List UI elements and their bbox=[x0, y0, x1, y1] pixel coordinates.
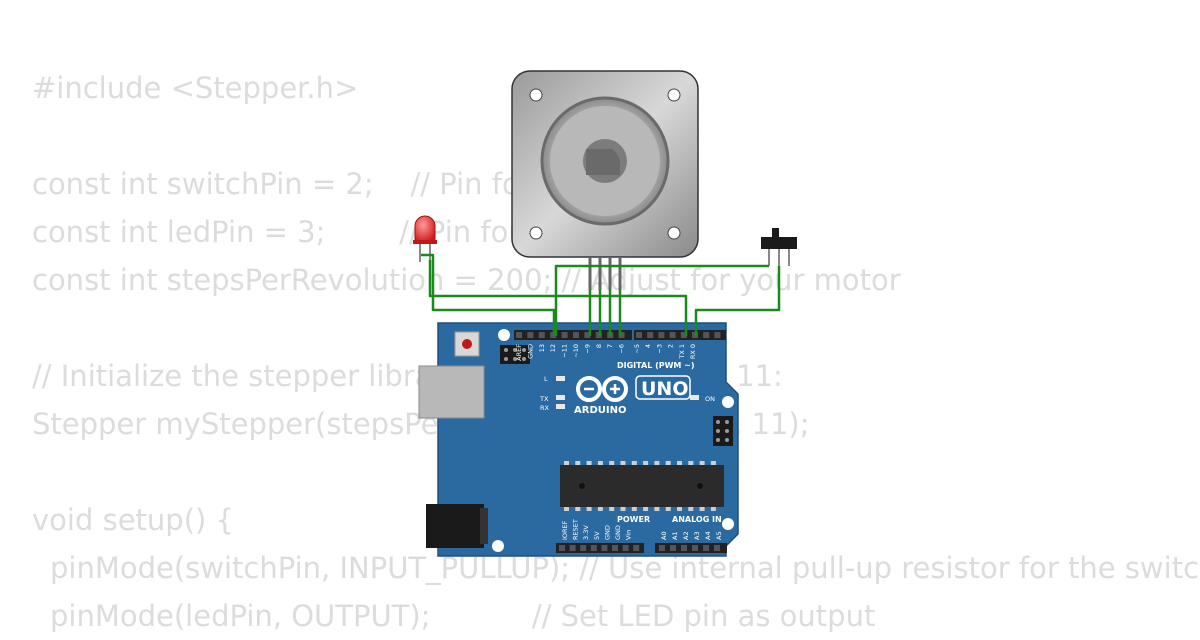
code-line: const int stepsPerRevolution = 200; // A… bbox=[32, 263, 901, 297]
pin-label: GND bbox=[614, 525, 622, 540]
analog-header-label: ANALOG IN bbox=[672, 515, 722, 524]
code-line: #include <Stepper.h> bbox=[32, 71, 359, 105]
pin-label: ~11 bbox=[561, 344, 569, 358]
pin-label: A1 bbox=[671, 531, 679, 540]
pin-label: 7 bbox=[606, 344, 614, 348]
wires bbox=[421, 253, 781, 336]
tx-led bbox=[556, 395, 565, 400]
mount-hole bbox=[722, 396, 734, 408]
pin-label: GND bbox=[603, 525, 611, 540]
pin-label: A3 bbox=[693, 531, 701, 540]
board-brand: ARDUINO bbox=[574, 405, 626, 416]
code-line: void setup() { bbox=[32, 503, 234, 537]
pin-label: 5V bbox=[593, 531, 601, 540]
pin-label: A4 bbox=[704, 531, 712, 540]
code-line: pinMode(ledPin, OUTPUT); // Set LED pin … bbox=[50, 599, 876, 633]
code-line: pinMode(switchPin, INPUT_PULLUP); // Use… bbox=[50, 551, 1200, 585]
pin-label: IOREF bbox=[561, 520, 569, 540]
pin-label: ~3 bbox=[655, 344, 663, 354]
l-led bbox=[556, 376, 565, 381]
l-label: L bbox=[544, 375, 548, 383]
pin-label: 3.3V bbox=[582, 525, 590, 540]
pin-label: 8 bbox=[595, 344, 603, 348]
wire-switch-gnd bbox=[554, 264, 769, 336]
led-icon bbox=[413, 215, 437, 262]
wire-led-gnd bbox=[421, 253, 556, 336]
pin-label: A2 bbox=[682, 531, 690, 540]
reset-button[interactable] bbox=[454, 331, 480, 357]
microcontroller-chip bbox=[560, 461, 724, 511]
rx-label: RX bbox=[540, 404, 550, 412]
pin-label: RESET bbox=[572, 519, 580, 540]
icsp-header-right bbox=[713, 416, 733, 446]
pin-label: 12 bbox=[549, 344, 557, 352]
pin-label: 2 bbox=[667, 344, 675, 348]
pin-label: ~9 bbox=[583, 344, 591, 354]
slide-switch-icon[interactable] bbox=[761, 228, 797, 266]
pin-label: Vin bbox=[625, 530, 633, 540]
power-header-label: POWER bbox=[617, 515, 650, 524]
pin-label: ~10 bbox=[572, 344, 580, 358]
pin-label: A0 bbox=[660, 531, 668, 540]
pin-label: RX 0 bbox=[689, 344, 697, 359]
tx-label: TX bbox=[539, 395, 549, 403]
pin-label: ~6 bbox=[618, 344, 626, 354]
pin-label: 4 bbox=[644, 344, 652, 348]
pin-label: ~5 bbox=[633, 344, 641, 354]
icsp-header bbox=[500, 345, 530, 364]
rx-led bbox=[556, 404, 565, 409]
usb-port bbox=[418, 365, 485, 419]
arduino-logo-icon bbox=[576, 376, 628, 402]
mount-hole bbox=[492, 540, 504, 552]
wire-led-pin3 bbox=[428, 260, 688, 336]
board-model: UNO bbox=[641, 378, 688, 400]
stepper-motor-icon bbox=[511, 70, 699, 290]
power-pin-header bbox=[556, 543, 727, 553]
pin-label: GND bbox=[526, 344, 534, 359]
on-label: ON bbox=[705, 395, 715, 403]
mount-hole bbox=[498, 329, 510, 341]
pin-label: A5 bbox=[715, 531, 723, 540]
mount-hole bbox=[722, 518, 734, 530]
pin-label: TX 1 bbox=[678, 344, 686, 360]
digital-header-label: DIGITAL (PWM ~) bbox=[617, 361, 695, 370]
wire-switch-pin2 bbox=[694, 266, 781, 336]
dc-power-jack bbox=[426, 504, 484, 548]
pin-label: AREF bbox=[515, 344, 523, 361]
pin-label: 13 bbox=[538, 344, 546, 352]
power-led bbox=[690, 395, 699, 400]
